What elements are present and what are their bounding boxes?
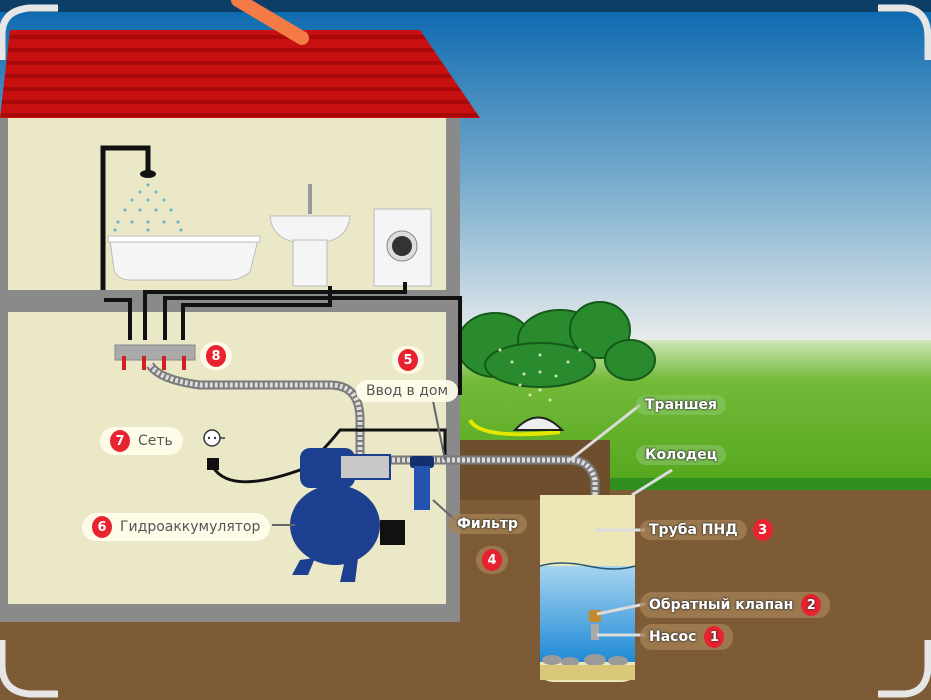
power-text: Сеть: [138, 433, 173, 449]
filter: [410, 456, 434, 510]
stones: [542, 654, 628, 667]
accumulator-text: Гидроаккумулятор: [120, 519, 261, 535]
power-cable: [211, 428, 447, 484]
filter-text: Фильтр: [448, 514, 527, 534]
badge-8: 8: [206, 345, 226, 367]
sink: [269, 184, 351, 287]
frame-corner-tr: [878, 4, 931, 60]
badge-4: 4: [482, 549, 502, 571]
badge-2: 2: [801, 594, 822, 616]
label-house-entry-badge: 5: [392, 346, 424, 374]
label-power: 7 Сеть: [100, 427, 183, 455]
badge-7: 7: [110, 430, 130, 452]
manifold: [114, 344, 196, 370]
label-filter-badge: 4: [476, 546, 508, 574]
label-manifold: 8: [200, 342, 232, 370]
frame-corner-bl: [0, 640, 58, 698]
label-accumulator: 6 Гидроаккумулятор: [82, 513, 271, 541]
well: [539, 495, 636, 682]
washing-machine: [373, 208, 432, 287]
main-pipe-braid: [147, 363, 598, 618]
badge-1: 1: [704, 626, 725, 648]
well-text: Колодец: [636, 445, 727, 465]
bushes: [456, 301, 656, 388]
sprinkler: [468, 348, 582, 437]
label-check-valve: Обратный клапан 2: [640, 592, 831, 618]
check-valve-text: Обратный клапан: [649, 597, 794, 613]
badge-5: 5: [398, 349, 418, 371]
label-pump: Насос 1: [640, 624, 734, 650]
trench-text: Траншея: [636, 395, 727, 415]
frame-corner-br: [878, 640, 931, 698]
label-house-entry: Ввод в дом: [356, 380, 459, 402]
bathtub: [107, 235, 261, 281]
label-pnd-pipe: Труба ПНД 3: [640, 519, 773, 541]
label-trench: Траншея: [636, 395, 727, 415]
badge-3: 3: [752, 519, 773, 541]
roof: [0, 30, 480, 118]
house-entry-text: Ввод в дом: [356, 380, 459, 402]
pump-station: [290, 448, 405, 582]
check-valve: [589, 610, 601, 622]
pump-text: Насос: [649, 629, 697, 645]
socket-icon: [203, 429, 221, 447]
annotation-stroke: [231, 0, 309, 45]
leader-lines-light: [569, 403, 673, 637]
pnd-pipe-text: Труба ПНД: [640, 520, 747, 540]
floor-pipes: [104, 282, 462, 395]
top-strip: [0, 0, 931, 12]
submersible-pump: [591, 624, 599, 640]
plug-icon: [207, 458, 219, 470]
frame-corner-tl: [0, 4, 58, 60]
badge-6: 6: [92, 516, 112, 538]
label-well: Колодец: [636, 445, 727, 465]
label-filter: Фильтр: [448, 514, 527, 534]
shower: [100, 145, 183, 290]
